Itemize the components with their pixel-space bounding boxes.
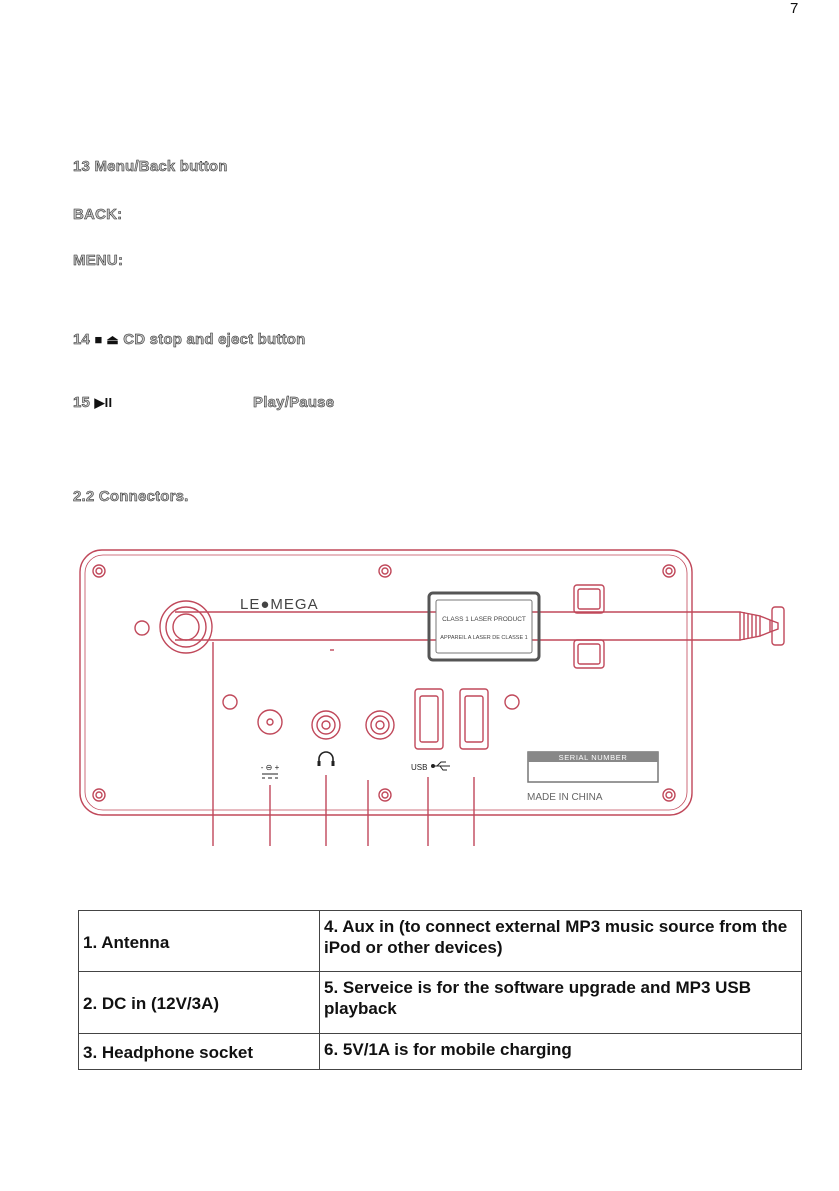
heading-cd-stop: 14 ■ ⏏ CD stop and eject button [73,331,306,349]
headphone-icon [318,751,334,765]
aux-in-icon [365,710,395,740]
heading-menu-back: 13 Menu/Back button [73,158,228,176]
antenna-base-icon [159,600,213,654]
connectors-diagram: CLASS 1 LASER PRODUCT APPAREIL A LASER D… [79,549,785,846]
heading-connectors: 2.2 Connectors. [73,488,189,506]
heading-play-pause: 15 ▶II Play/Pause [73,394,335,412]
screw-icon [662,788,676,802]
table-cell: 4. Aux in (to connect external MP3 music… [319,909,802,973]
dc-jack-icon [257,709,283,735]
table-row: 3. Headphone socket 6. 5V/1A is for mobi… [78,1032,802,1071]
heading-back: BACK: [73,206,123,224]
usb-label: USB [411,763,427,772]
laser-label: CLASS 1 LASER PRODUCT APPAREIL A LASER D… [427,591,541,662]
serial-number-label: SERIAL NUMBER [559,753,628,762]
brand-logo: LE●MEGA [240,596,319,613]
screw-icon [92,564,106,578]
usb-symbol-icon [431,761,450,771]
screw-icon [92,788,106,802]
table-cell: 2. DC in (12V/3A) [78,971,320,1034]
table-row: 2. DC in (12V/3A) 5. Serveice is for the… [78,971,802,1034]
laser-label-line1: CLASS 1 LASER PRODUCT [442,616,526,623]
table-row: 1. Antenna 4. Aux in (to connect externa… [78,909,802,973]
heading-play-label: Play/Pause [253,394,335,412]
heading-play-number: 15 [73,394,91,412]
screw-icon [378,564,392,578]
screw-icon [662,564,676,578]
dc-symbol: - ⊖ + [261,763,280,772]
usb-port-icon [414,688,444,750]
headphone-socket-icon [311,710,341,740]
made-in-label: MADE IN CHINA [527,792,603,803]
table-cell: 3. Headphone socket [78,1032,320,1071]
usb-port-icon [459,688,489,750]
table-cell: 5. Serveice is for the software upgrade … [319,971,802,1034]
table-cell: 6. 5V/1A is for mobile charging [319,1032,802,1071]
serial-number-box: SERIAL NUMBER [527,751,659,783]
play-pause-icon: ▶II [94,395,113,410]
stop-eject-icon: ■ ⏏ [94,332,119,347]
table-cell: 1. Antenna [78,909,320,973]
heading-menu: MENU: [73,252,124,270]
page-number: 7 [790,0,799,17]
heading-cd-stop-number: 14 [73,331,91,349]
connector-table: 1. Antenna 4. Aux in (to connect externa… [78,909,802,1071]
heading-cd-stop-label: CD stop and eject button [123,331,306,349]
laser-label-line2: APPAREIL A LASER DE CLASSE 1 [440,635,527,641]
back-panel-outline [79,549,693,816]
screw-icon [378,788,392,802]
